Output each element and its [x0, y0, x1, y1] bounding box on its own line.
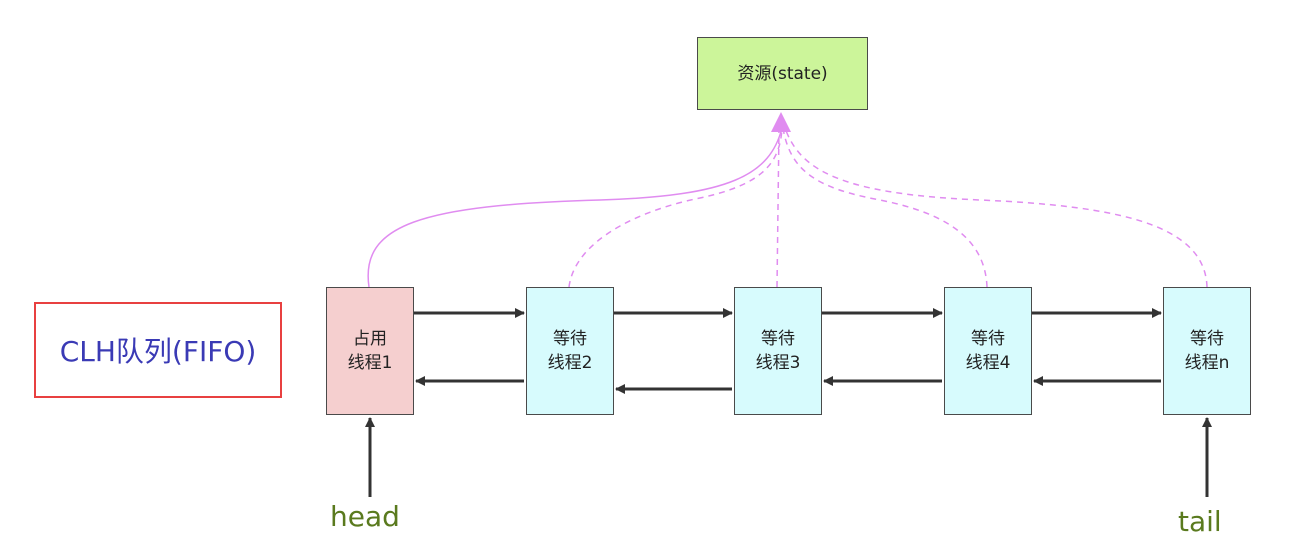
thread-node-2: 等待 线程2 — [526, 287, 614, 415]
thread-node-4: 等待 线程4 — [944, 287, 1032, 415]
thread-node-n-status: 等待 — [1190, 329, 1224, 349]
thread-node-2-status: 等待 — [552, 329, 587, 349]
clh-queue-label-box: CLH队列(FIFO) — [34, 302, 282, 398]
thread-node-3-name: 线程3 — [755, 353, 801, 373]
thread-node-3-status: 等待 — [760, 329, 795, 349]
head-pointer-label: head — [330, 500, 400, 533]
resource-state-box: 资源(state) — [697, 37, 868, 110]
thread-node-1-name: 线程1 — [347, 353, 393, 373]
edge-thread3-to-resource — [776, 127, 780, 288]
tail-pointer-label: tail — [1178, 505, 1222, 538]
thread-node-n-name: 线程n — [1184, 353, 1230, 373]
thread-node-2-name: 线程2 — [547, 353, 593, 373]
edge-thread4-to-resource — [782, 127, 988, 288]
edge-thread2-to-resource — [568, 127, 783, 288]
resource-arrow-head — [771, 112, 791, 132]
thread-node-4-name: 线程4 — [965, 353, 1011, 373]
thread-node-1-status: 占用 — [352, 329, 387, 349]
thread-node-1: 占用 线程1 — [326, 287, 414, 415]
resource-label: 资源(state) — [737, 63, 828, 84]
thread-node-n: 等待 线程n — [1163, 287, 1251, 415]
edge-threadn-to-resource — [784, 127, 1208, 288]
clh-queue-label: CLH队列(FIFO) — [59, 335, 257, 368]
edge-thread1-to-resource — [367, 127, 783, 288]
thread-node-4-status: 等待 — [970, 329, 1005, 349]
thread-node-3: 等待 线程3 — [734, 287, 822, 415]
